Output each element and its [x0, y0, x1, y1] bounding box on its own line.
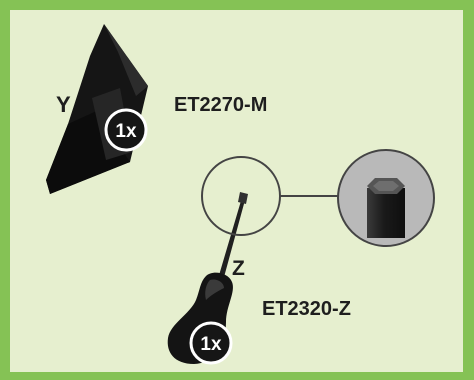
- part-code-y: ET2270-M: [174, 94, 268, 116]
- quantity-badge-z: 1x: [189, 321, 233, 365]
- hex-detail-view: [337, 149, 435, 247]
- part-letter-z: Z: [232, 257, 245, 280]
- part-letter-y: Y: [56, 92, 71, 117]
- quantity-badge-z-text: 1x: [200, 334, 222, 355]
- quantity-badge-y-text: 1x: [115, 121, 137, 142]
- part-code-z: ET2320-Z: [262, 298, 351, 320]
- quantity-badge-y: 1x: [104, 108, 148, 152]
